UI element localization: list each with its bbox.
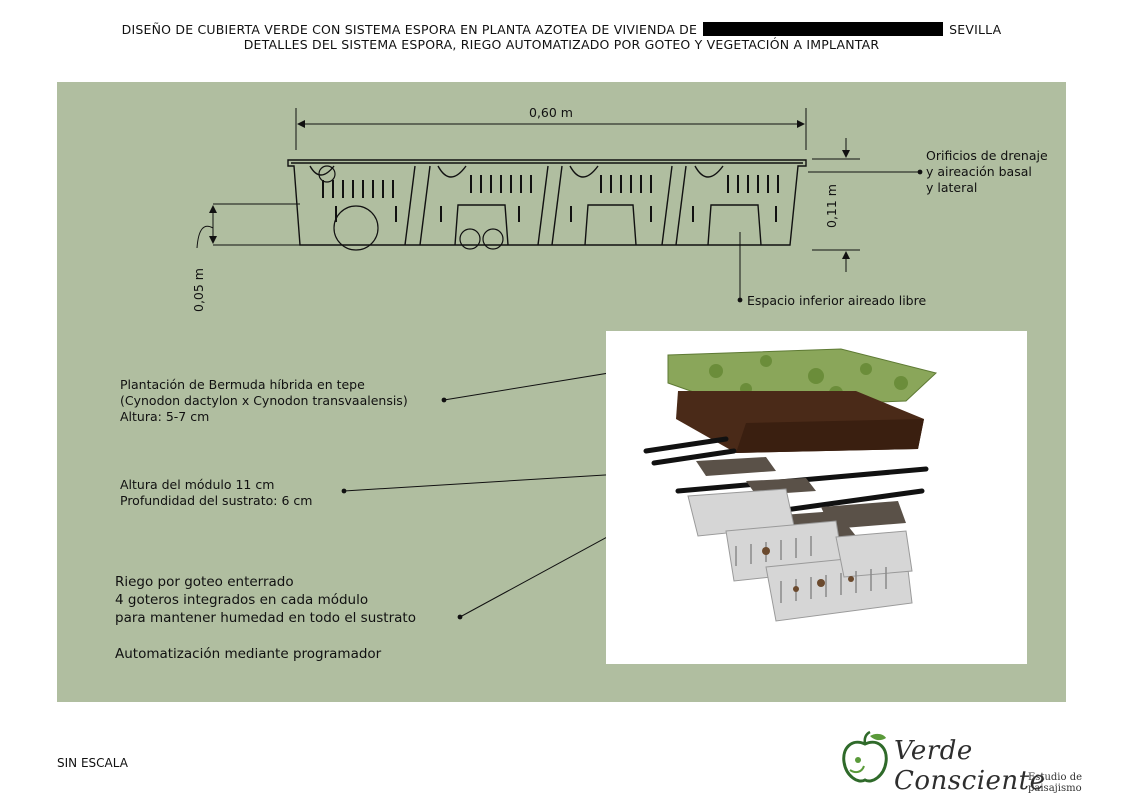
brand-logo: Verde Consciente Estudio de paisajismo	[838, 730, 1123, 796]
brand-tagline: Estudio de paisajismo	[1028, 772, 1083, 794]
drainage-label: Orificios de drenaje y aireación basal y…	[926, 148, 1048, 195]
air-space-label: Espacio inferior aireado libre	[747, 293, 927, 308]
small-dimension	[196, 203, 300, 249]
module-outline	[287, 159, 807, 246]
width-dimension-text: 0,60 m	[529, 105, 573, 120]
title-line-1: DISEÑO DE CUBIERTA VERDE CON SISTEMA ESP…	[121, 22, 698, 37]
title-line-2: DETALLES DEL SISTEMA ESPORA, RIEGO AUTOM…	[243, 37, 880, 52]
automation-note: Automatización mediante programador	[115, 646, 382, 662]
height-dimension	[812, 138, 860, 272]
brand-name: Verde Consciente	[894, 736, 1046, 796]
redaction-bar	[703, 22, 944, 36]
height-dimension-text: 0,11 m	[824, 184, 839, 228]
apple-leaf-icon	[842, 730, 888, 783]
plantation-note: Plantación de Bermuda híbrida en tepe (C…	[120, 377, 408, 424]
ventilation-slots	[322, 175, 779, 222]
width-dimension	[295, 108, 807, 150]
drawing-title: DISEÑO DE CUBIERTA VERDE CON SISTEMA ESP…	[0, 22, 1123, 52]
exploded-system-illustration	[606, 331, 1027, 664]
small-dimension-text: 0,05 m	[191, 268, 206, 312]
irrigation-note: Riego por goteo enterrado 4 goteros inte…	[115, 574, 416, 626]
exploded-view-svg	[643, 348, 938, 622]
module-note: Altura del módulo 11 cm Profundidad del …	[120, 477, 313, 508]
title-city: SEVILLA	[949, 22, 1002, 37]
scale-note: SIN ESCALA	[57, 756, 128, 770]
pipe-sections	[318, 165, 504, 251]
